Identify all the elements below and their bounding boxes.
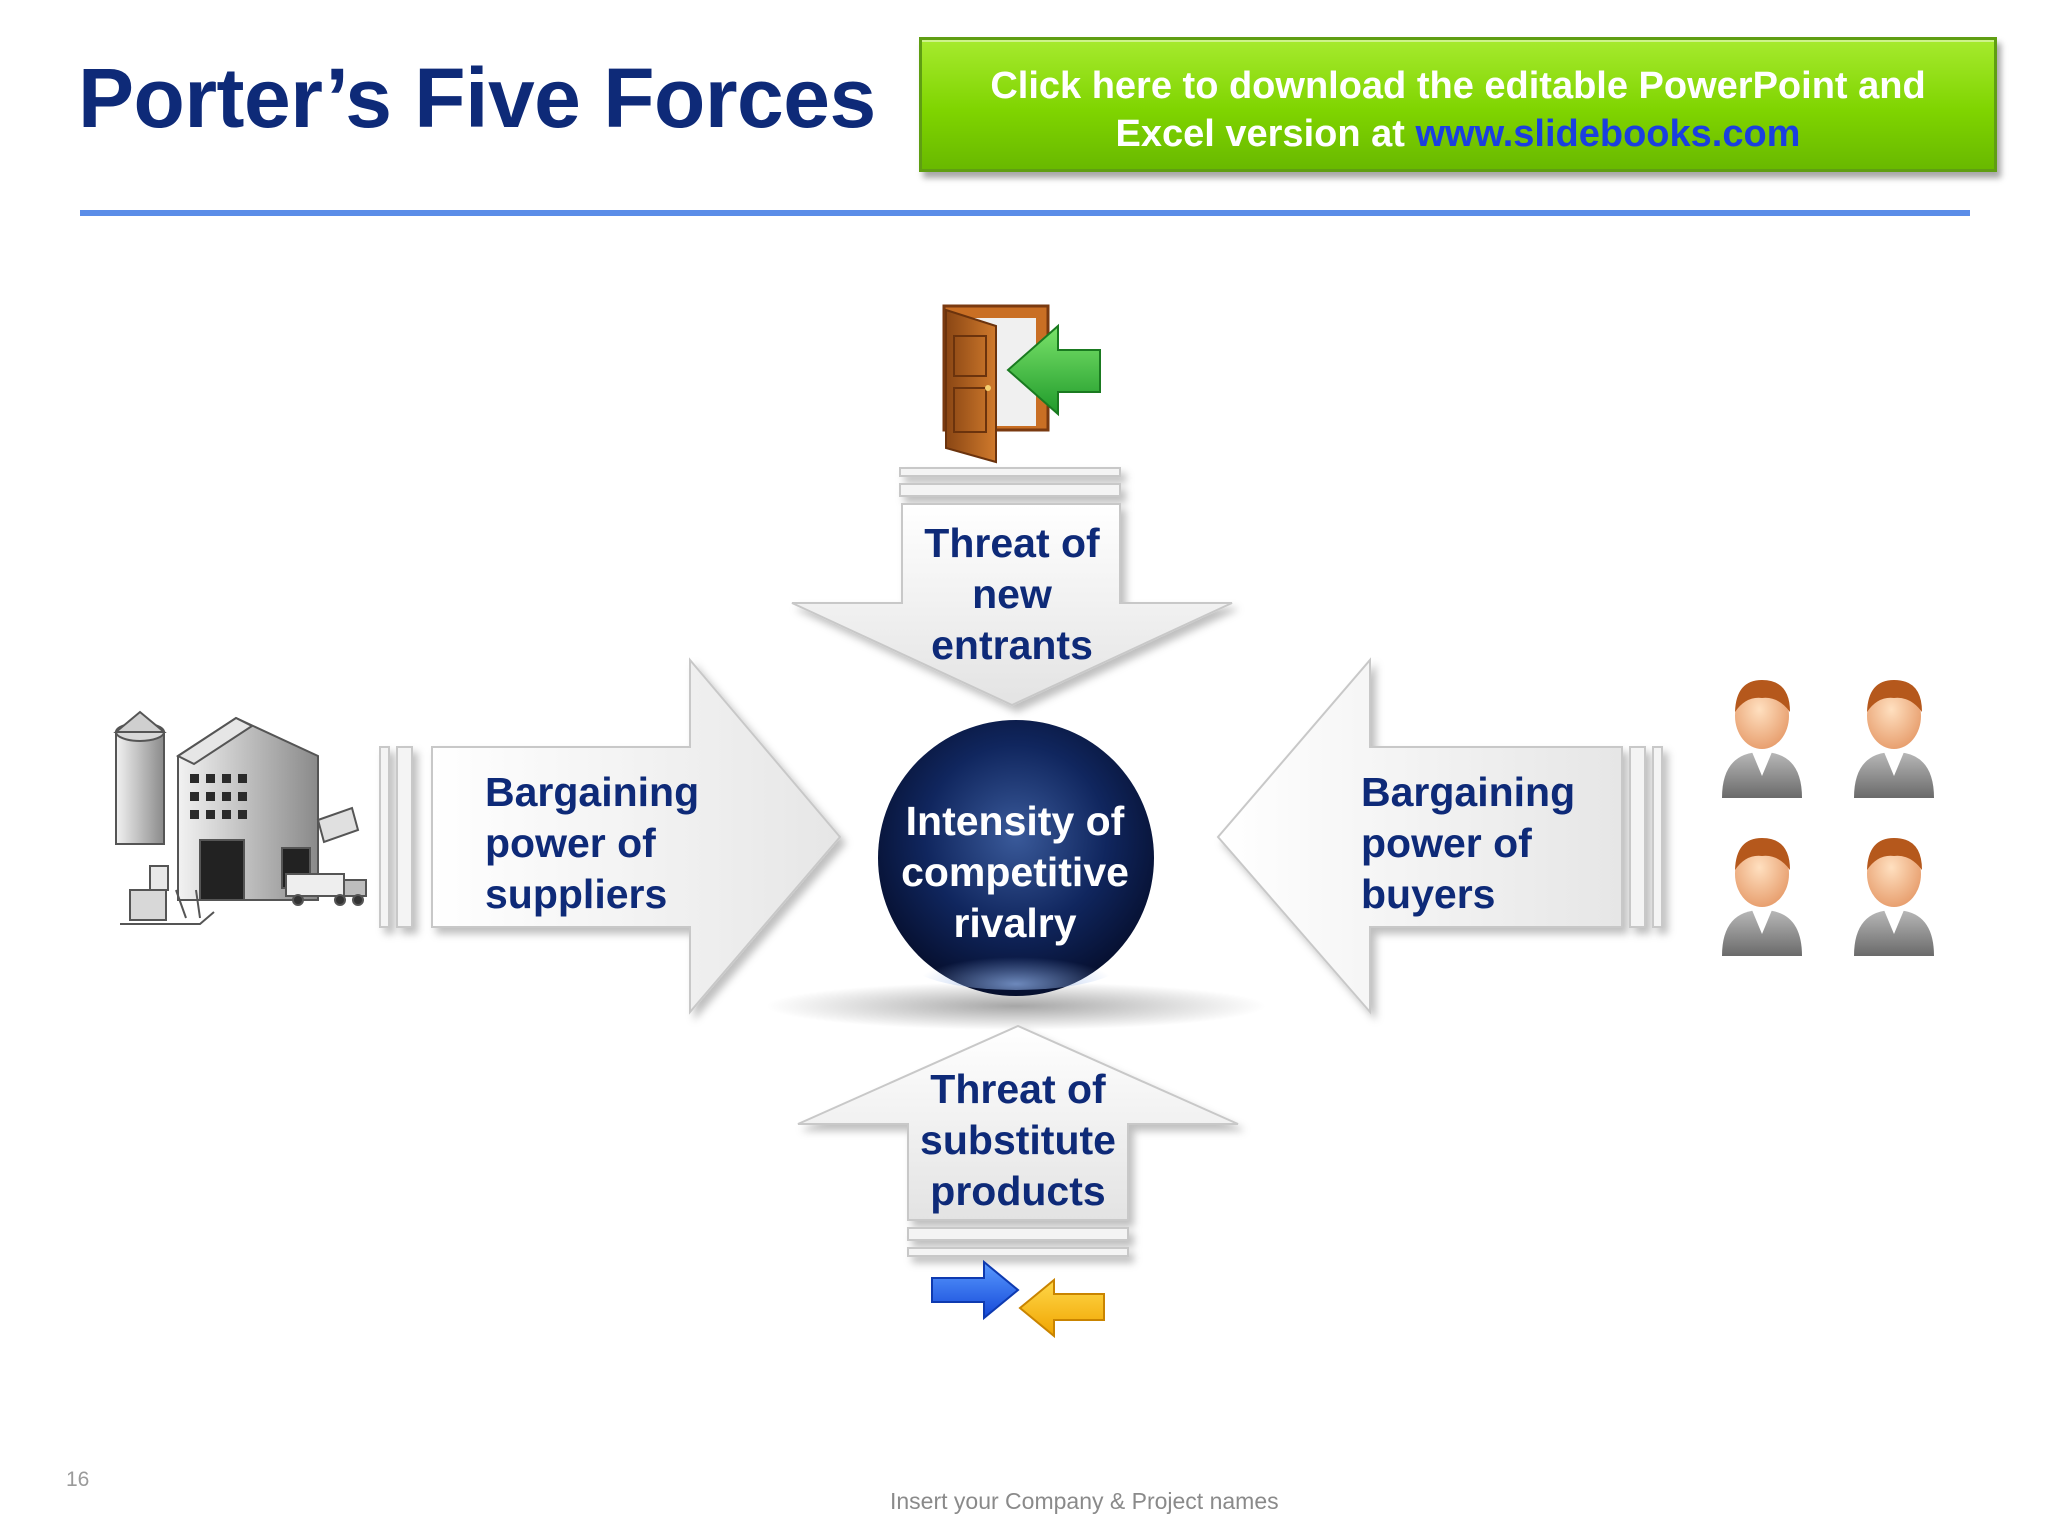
download-banner-button[interactable]: Click here to download the editable Powe… xyxy=(919,37,1997,172)
person-icon xyxy=(1722,838,1802,956)
arrow-suppliers xyxy=(379,657,842,1015)
hub-shadow xyxy=(766,982,1266,1030)
people-group-icon xyxy=(1722,680,1934,956)
label-new-entrants-line2: new xyxy=(972,571,1052,617)
label-rivalry: Intensity of competitive rivalry xyxy=(880,796,1150,949)
factory-icon xyxy=(113,710,367,925)
label-substitutes-line3: products xyxy=(930,1168,1106,1214)
label-substitutes: Threat of substitute products xyxy=(898,1064,1138,1217)
download-banner-line1: Click here to download the editable Powe… xyxy=(990,65,1926,107)
label-suppliers: Bargaining power of suppliers xyxy=(485,767,699,920)
slide-title: Porter’s Five Forces xyxy=(78,51,876,145)
person-icon xyxy=(1854,838,1934,956)
label-rivalry-line1: Intensity of xyxy=(905,798,1125,844)
download-banner-line2: Excel version at www.slidebooks.com xyxy=(922,110,1994,158)
label-new-entrants-line3: entrants xyxy=(931,622,1093,668)
arrow-substitutes xyxy=(797,1024,1239,1257)
label-rivalry-line3: rivalry xyxy=(953,900,1077,946)
label-suppliers-line2: power of xyxy=(485,820,656,866)
label-substitutes-line2: substitute xyxy=(920,1117,1116,1163)
rivalry-hub xyxy=(878,720,1154,996)
label-new-entrants: Threat of new entrants xyxy=(892,518,1132,671)
arrow-new-entrants xyxy=(791,467,1233,707)
page-number: 16 xyxy=(66,1468,90,1491)
label-buyers: Bargaining power of buyers xyxy=(1361,767,1575,920)
person-icon xyxy=(1854,680,1934,798)
door-enter-icon xyxy=(942,304,1101,464)
swap-arrows-icon xyxy=(931,1259,1105,1339)
label-buyers-line2: power of xyxy=(1361,820,1532,866)
label-new-entrants-line1: Threat of xyxy=(924,520,1100,566)
label-suppliers-line1: Bargaining xyxy=(485,769,700,815)
label-buyers-line1: Bargaining xyxy=(1361,769,1576,815)
download-banner-prefix: Excel version at xyxy=(1115,113,1416,155)
label-buyers-line3: buyers xyxy=(1361,871,1496,917)
label-substitutes-line1: Threat of xyxy=(930,1066,1106,1112)
label-suppliers-line3: suppliers xyxy=(485,871,668,917)
arrow-buyers xyxy=(1216,657,1663,1015)
person-icon xyxy=(1722,680,1802,798)
title-divider xyxy=(80,210,1970,216)
slidebooks-link[interactable]: www.slidebooks.com xyxy=(1415,113,1801,155)
footer-text: Insert your Company & Project names xyxy=(890,1488,1279,1514)
label-rivalry-line2: competitive xyxy=(901,849,1129,895)
